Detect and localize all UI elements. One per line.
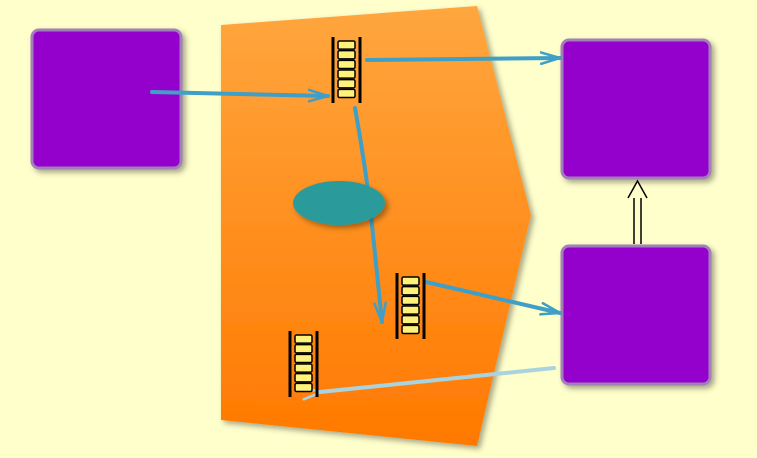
box-top-right — [560, 38, 712, 180]
box-bottom-right — [560, 244, 712, 386]
arrow-queue-top-to-box-top-right — [365, 58, 560, 60]
double-arrow-up — [627, 179, 648, 244]
arrow-queue-mid-to-box-bottom-right — [424, 280, 560, 313]
queue-cell — [401, 285, 420, 296]
queue-cell — [337, 88, 356, 99]
queue-cell — [401, 305, 420, 315]
queue-cell — [294, 372, 313, 383]
queue-buffer-icon-bottom — [288, 331, 319, 397]
queue-cell — [401, 324, 420, 335]
queue-cell — [401, 276, 420, 286]
orange-region — [221, 6, 531, 446]
queue-buffer-icon-top — [331, 37, 362, 103]
queue-cell — [337, 59, 356, 70]
queue-cell — [294, 382, 313, 393]
queue-buffer-icon-middle — [395, 273, 426, 339]
queue-cell — [337, 40, 356, 50]
queue-cell — [337, 78, 356, 89]
arrow-box-bottom-right-to-queue-bottom — [320, 366, 556, 392]
queue-cell — [294, 334, 313, 344]
queue-cell — [337, 49, 356, 60]
queue-cell — [294, 353, 313, 364]
box-left — [30, 28, 183, 170]
queue-cell — [401, 295, 420, 306]
arrow-left-box-to-queue-top — [150, 92, 328, 96]
queue-cell — [294, 363, 313, 373]
queue-cell — [337, 69, 356, 79]
ellipse-process-icon — [293, 181, 385, 225]
queue-cell — [401, 314, 420, 325]
queue-cell — [294, 343, 313, 354]
